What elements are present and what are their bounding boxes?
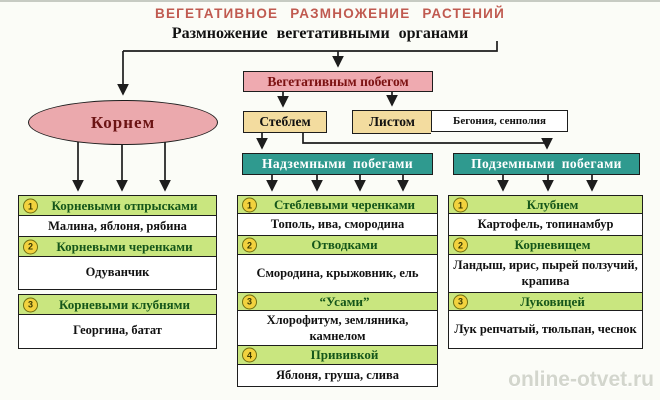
method-label: Корневыми черенками: [56, 238, 193, 254]
node-leaf-label: Листом: [369, 114, 415, 129]
method-examples: Тополь, ива, смородина: [237, 213, 438, 237]
method-label: Стеблевыми черенками: [273, 197, 416, 212]
method-header: 1 Корневыми отпрысками: [18, 195, 217, 217]
method-examples: Хлорофитум, земляника, камнелом: [237, 310, 438, 348]
column-above-ground-methods: 1 Стеблевыми черенками Тополь, ива, смор…: [237, 195, 438, 387]
method-examples: Одуванчик: [18, 256, 217, 291]
method-header: 3 “Усами”: [237, 291, 438, 312]
method-label: Корневыми отпрысками: [51, 198, 198, 213]
node-below-ground-shoots: Подземными побегами: [453, 153, 640, 175]
item-number-badge: 2: [23, 239, 38, 255]
item-number-badge: 3: [23, 297, 38, 313]
method-header: 2 Отводками: [237, 234, 438, 256]
method-header: 4 Прививкой: [237, 345, 438, 366]
diagram-title: ВЕГЕТАТИВНОЕ РАЗМНОЖЕНИЕ РАСТЕНИЙ: [155, 6, 505, 21]
method-examples: Лук репчатый, тюльпан, чеснок: [448, 310, 643, 350]
item-number-badge: 2: [453, 237, 468, 253]
method-header: 3 Корневыми клубнями: [18, 294, 217, 316]
column-root-methods: 1 Корневыми отпрысками Малина, яблоня, р…: [18, 195, 217, 349]
diagram-subtitle: Размножение вегетативными органами: [171, 25, 469, 42]
node-leaf-examples: Бегония, сенполия: [431, 110, 568, 132]
item-number-badge: 1: [453, 197, 468, 213]
method-examples: Яблоня, груша, слива: [237, 363, 438, 387]
node-leaf: Листом: [352, 110, 431, 134]
method-header: 2 Корневыми черенками: [18, 235, 217, 258]
node-vegetative-shoot: Вегетативным побегом: [243, 71, 433, 92]
method-header: 1 Клубнем: [448, 195, 643, 215]
item-number-badge: 4: [242, 347, 257, 363]
node-stem-label: Стеблем: [259, 114, 311, 129]
item-number-badge: 1: [23, 198, 38, 214]
method-header: 1 Стеблевыми черенками: [237, 195, 438, 215]
method-header: 2 Корневищем: [448, 234, 643, 256]
node-above-ground-label: Надземными побегами: [261, 156, 414, 171]
item-number-badge: 3: [242, 294, 257, 310]
item-number-badge: 2: [242, 237, 257, 253]
top-border-strip: [0, 0, 660, 2]
method-examples: Георгина, батат: [18, 313, 217, 349]
method-label: Корневыми клубнями: [58, 296, 190, 312]
node-leaf-group: Листом Бегония, сенполия: [352, 110, 568, 134]
item-number-badge: 1: [242, 197, 257, 213]
node-root: Корнем: [28, 100, 218, 145]
node-above-ground-shoots: Надземными побегами: [242, 153, 433, 175]
method-label: Корневищем: [514, 237, 591, 253]
method-header: 3 Луковицей: [448, 291, 643, 312]
method-label: Отводками: [311, 237, 378, 253]
node-vegetative-shoot-label: Вегетативным побегом: [267, 73, 409, 89]
method-label: Прививкой: [310, 347, 379, 363]
column-below-ground-methods: 1 Клубнем Картофель, топинамбур 2 Корнев…: [448, 195, 643, 350]
method-examples: Картофель, топинамбур: [448, 213, 643, 237]
method-label: “Усами”: [319, 293, 370, 309]
node-below-ground-label: Подземными побегами: [471, 156, 622, 171]
method-examples: Малина, яблоня, рябина: [18, 215, 217, 238]
method-examples: Ландыш, ирис, пырей ползучий, крапива: [448, 254, 643, 294]
item-number-badge: 3: [453, 294, 468, 310]
node-root-label: Корнем: [90, 112, 156, 132]
method-label: Луковицей: [520, 293, 585, 309]
node-stem: Стеблем: [243, 111, 327, 133]
method-label: Клубнем: [526, 197, 579, 212]
watermark: online-otvet.ru: [508, 368, 654, 391]
method-examples: Смородина, крыжовник, ель: [237, 254, 438, 294]
